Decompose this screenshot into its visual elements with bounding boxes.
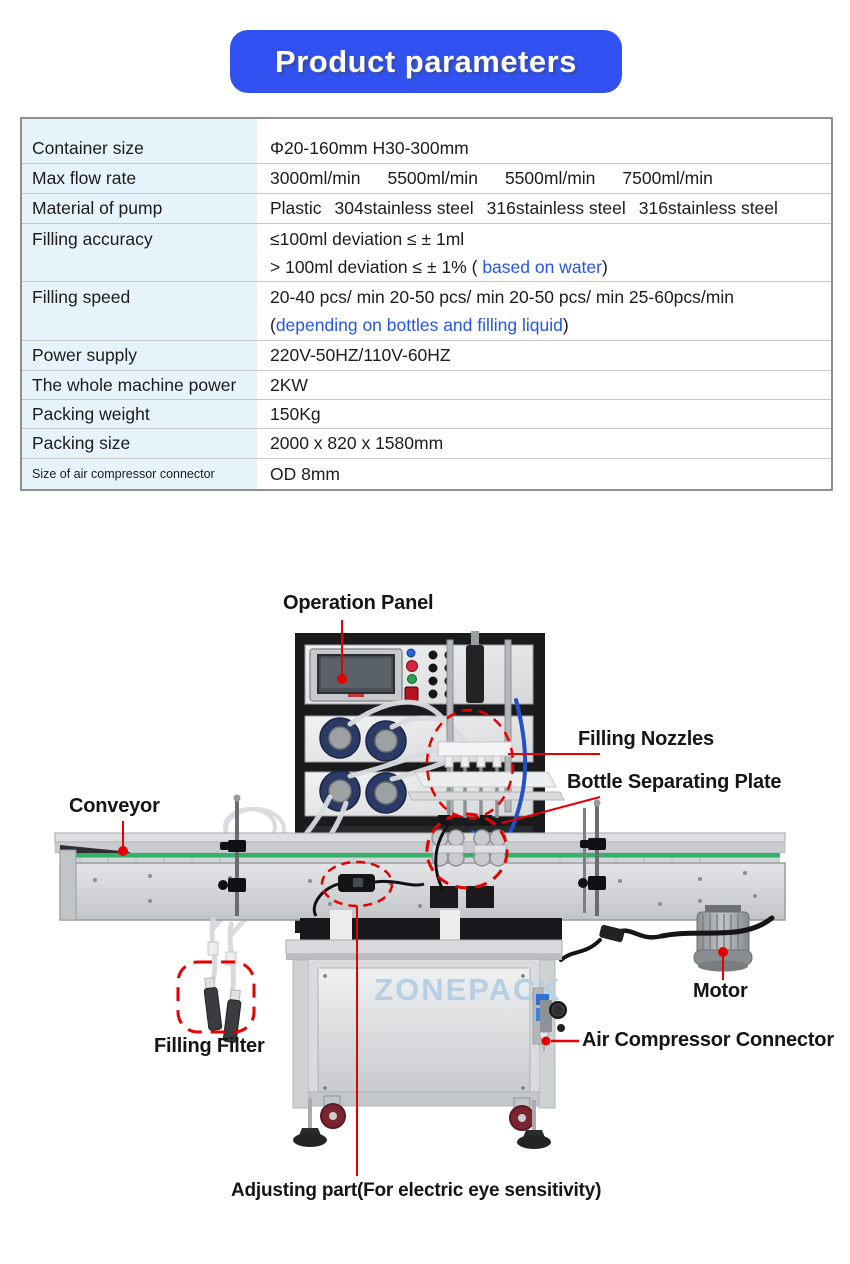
adjusting-part-label: Adjusting part(For electric eye sensitiv…	[231, 1180, 602, 1201]
row-value: 2000 x 820 x 1580mm	[270, 433, 444, 453]
table-row: Material of pump Plastic 304stainless st…	[22, 194, 831, 224]
row-value: 150Kg	[270, 403, 321, 424]
motor	[693, 905, 753, 972]
row-label: Filling accuracy	[22, 224, 257, 281]
table-row: Power supply 220V-50HZ/110V-60HZ	[22, 341, 831, 371]
electric-eye-sensor	[312, 874, 425, 917]
table-row: Filling accuracy ≤100ml deviation ≤ ± 1m…	[22, 224, 831, 282]
row-label: Packing weight	[22, 400, 257, 428]
filling-filter-highlight	[176, 960, 256, 1034]
table-row: Max flow rate 3000ml/min 5500ml/min 5500…	[22, 164, 831, 194]
row-value: 2KW	[270, 374, 308, 395]
table-row: Packing size 2000 x 820 x 1580mm	[22, 429, 831, 459]
table-row: Container size Φ20-160mm H30-300mm	[22, 134, 831, 164]
row-label: Material of pump	[22, 194, 257, 223]
table-pad-row	[22, 119, 831, 134]
power-cable	[559, 915, 775, 962]
row-value: Plastic 304stainless steel 316stainless …	[270, 198, 778, 218]
casters	[293, 1095, 551, 1149]
table-row: Packing weight 150Kg	[22, 400, 831, 429]
row-value: 20-40 pcs/ min 20-50 pcs/ min 20-50 pcs/…	[270, 287, 734, 335]
air-regulator	[532, 987, 567, 1052]
table-row: Size of air compressor connector OD 8mm	[22, 459, 831, 489]
motor-label: Motor	[693, 980, 748, 1002]
bottle-separator-highlight	[425, 812, 509, 890]
conveyor-label: Conveyor	[69, 795, 160, 817]
filling-filters	[203, 917, 242, 1043]
row-label: Packing size	[22, 429, 257, 458]
row-value: 220V-50HZ/110V-60HZ	[270, 345, 451, 365]
row-label: Max flow rate	[22, 164, 257, 193]
note-blue: based on water	[482, 256, 602, 277]
row-label: Filling speed	[22, 282, 257, 340]
row-value: 3000ml/min 5500ml/min 5500ml/min 7500ml/…	[270, 168, 713, 188]
page-title: Product parameters	[275, 43, 577, 79]
operation-panel-dot	[337, 674, 347, 684]
cabinet-stand: ZONEPACK	[285, 939, 563, 1109]
page-title-banner: Product parameters	[230, 30, 622, 93]
motor-dot	[718, 947, 728, 957]
operation-panel-label: Operation Panel	[283, 592, 434, 614]
guide-rails	[218, 794, 606, 916]
air-connector-dot	[541, 1036, 551, 1046]
air-compressor-connector-label: Air Compressor Connector	[582, 1029, 834, 1051]
row-label: Container size	[22, 134, 257, 163]
nozzle-assembly	[407, 631, 565, 818]
note-blue: depending on bottles and filling liquid	[275, 315, 563, 335]
conveyor	[54, 832, 786, 921]
spec-table: Container size Φ20-160mm H30-300mm Max f…	[20, 117, 833, 491]
row-label: Power supply	[22, 341, 257, 370]
row-label: Size of air compressor connector	[22, 459, 257, 489]
filling-nozzles-label: Filling Nozzles	[578, 728, 714, 750]
row-value: Φ20-160mm H30-300mm	[270, 138, 469, 158]
filling-nozzles-highlight	[425, 708, 515, 820]
table-row: Filling speed 20-40 pcs/ min 20-50 pcs/ …	[22, 282, 831, 341]
filling-filter-label: Filling Filter	[154, 1035, 265, 1057]
bottle-separating-plate-label: Bottle Separating Plate	[567, 771, 782, 793]
conveyor-dot	[118, 846, 128, 856]
operation-panel-screen	[309, 648, 403, 702]
row-value: OD 8mm	[270, 463, 340, 484]
annotations	[118, 620, 728, 1176]
bottle-separator-leader	[501, 796, 601, 824]
row-label: The whole machine power	[22, 371, 257, 399]
row-value: ≤100ml deviation ≤ ± 1ml > 100ml deviati…	[270, 228, 608, 277]
table-row: The whole machine power 2KW	[22, 371, 831, 400]
zonepack-watermark: ZONEPACK	[374, 972, 562, 1007]
